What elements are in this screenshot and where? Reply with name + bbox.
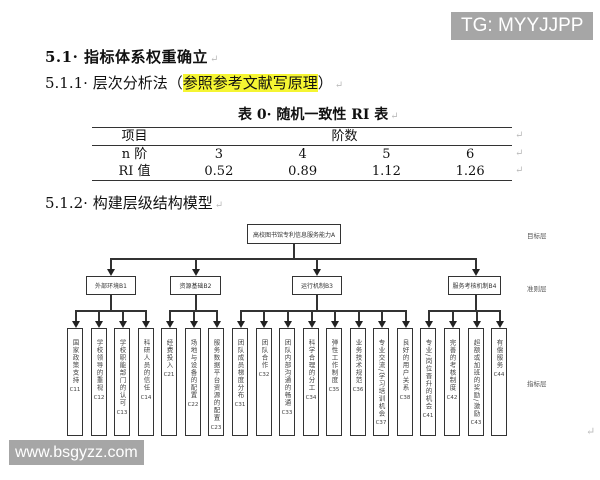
connector-line [475,258,477,270]
arrow-down-icon [473,321,481,328]
highlighted-text: 参照参考文献写原理 [182,74,318,92]
cell: 3 [214,147,224,162]
paragraph-mark-icon: ↵ [515,130,524,141]
row-label: n 阶 [121,147,148,162]
arrow-down-icon [425,321,433,328]
paragraph-mark-icon: ↵ [515,165,524,176]
arrow-down-icon [331,321,339,328]
arrow-down-icon [402,321,410,328]
cell: 1.26 [428,163,512,181]
connector-line [195,258,197,270]
arrow-down-icon [213,321,221,328]
arrow-down-icon [260,321,268,328]
arrow-down-icon [166,321,174,328]
arrow-down-icon [313,269,321,276]
heading-5-1-1: 5.1.1· 层次分析法（参照参考文献写原理）↵ [45,72,343,93]
arrow-down-icon [355,321,363,328]
paragraph-mark-icon: ↵ [586,425,596,438]
arrow-down-icon [378,321,386,328]
arrow-down-icon [119,321,127,328]
paragraph-mark-icon: ↵ [214,200,224,211]
table-row: n 阶 3 4 5 6 [92,146,512,164]
arrow-down-icon [308,321,316,328]
criteria-box-b2: 资源基础B2 [170,276,221,295]
connector-line [316,258,318,270]
arrow-down-icon [496,321,504,328]
table-caption-text: 表 0· 随机一致性 RI 表 [238,107,389,123]
criteria-box-b4: 服务考核机制B4 [448,276,501,295]
level-label-goal: 目标层 [527,232,547,240]
connector-line [110,258,112,270]
heading-5-1-1-suffix: ） [317,74,333,92]
arrow-down-icon [72,321,80,328]
heading-5-1: 5.1· 指标体系权重确立↵ [45,46,219,67]
cell: 4 [298,147,307,162]
connector-line [110,258,476,260]
connector-line [316,295,318,310]
arrow-down-icon [192,269,200,276]
connector-line [240,310,405,312]
watermark-top: TG: MYYJJPP [451,12,594,40]
cell: 0.89 [260,163,345,181]
arrow-down-icon [190,321,198,328]
level-label-indicator: 指标层 [527,380,547,388]
arrow-down-icon [449,321,457,328]
connector-line [428,310,499,312]
connector-line [475,295,477,310]
paragraph-mark-icon: ↵ [515,148,524,159]
connector-line [195,295,197,310]
heading-5-1-text: 5.1· 指标体系权重确立 [45,48,209,66]
cell: 1.12 [344,163,429,181]
row-label: RI 值 [92,163,177,181]
table-row: RI 值 0.52 0.89 1.12 1.26 [92,163,512,181]
arrow-down-icon [284,321,292,328]
connector-line [110,295,112,310]
cell: 0.52 [177,163,261,181]
table-header-row: 项目 阶数 [92,127,512,146]
arrow-down-icon [237,321,245,328]
heading-5-1-1-prefix: 5.1.1· 层次分析法（ [45,74,183,92]
arrow-down-icon [142,321,150,328]
connector-line [293,244,295,258]
header-item: 项目 [92,127,177,146]
criteria-box-b1: 外部环境B1 [86,276,136,295]
paragraph-mark-icon: ↵ [210,54,219,65]
goal-box: 高校图书馆专利信息服务能力A [247,224,341,244]
cell: 6 [465,147,475,162]
ri-table: 项目 阶数 n 阶 3 4 5 6 RI 值 0.52 0.89 1.12 1.… [92,127,512,181]
watermark-bottom: www.bsgyzz.com [9,440,144,465]
arrow-down-icon [95,321,103,328]
paragraph-mark-icon: ↵ [334,80,344,91]
heading-5-1-2-text: 5.1.2· 构建层级结构模型 [45,194,213,212]
arrow-down-icon [107,269,115,276]
heading-5-1-2: 5.1.2· 构建层级结构模型↵ [45,192,223,213]
paragraph-mark-icon: ↵ [390,111,399,122]
table-caption: 表 0· 随机一致性 RI 表↵ [238,104,399,124]
criteria-box-b3: 运行机制B3 [292,276,342,295]
cell: 5 [382,147,391,162]
level-label-criteria: 准则层 [527,285,547,293]
arrow-down-icon [472,269,480,276]
header-order: 阶数 [177,127,512,146]
connector-line [75,310,146,312]
